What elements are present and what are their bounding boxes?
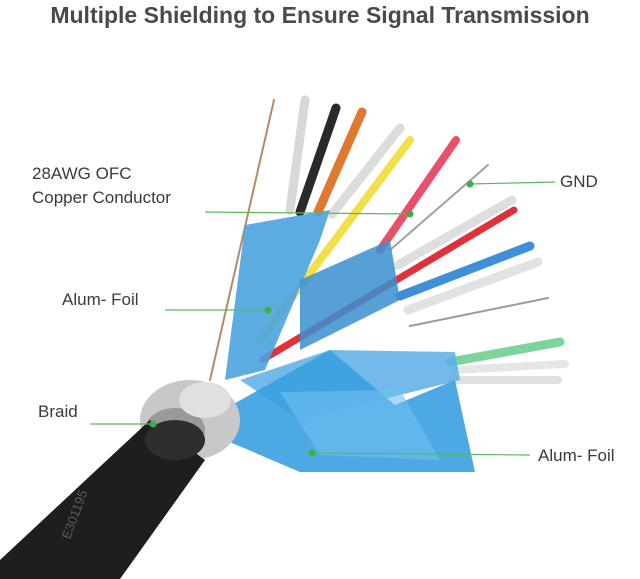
page-title: Multiple Shielding to Ensure Signal Tran…	[50, 2, 590, 28]
callouts	[90, 181, 556, 456]
braid-label: Braid	[38, 402, 78, 421]
cable-jacket: E301195	[0, 420, 205, 579]
alum-foil-shield	[205, 210, 475, 472]
conductor-label: 28AWG OFC Copper Conductor	[32, 162, 171, 210]
alum-foil-left-label: Alum- Foil	[62, 290, 139, 309]
conductor-label-line1: 28AWG OFC	[32, 164, 132, 183]
alum-foil-right-label: Alum- Foil	[538, 446, 615, 465]
gnd-label: GND	[560, 172, 598, 191]
callout-dots	[149, 180, 474, 457]
conductor-label-line2: Copper Conductor	[32, 188, 171, 207]
